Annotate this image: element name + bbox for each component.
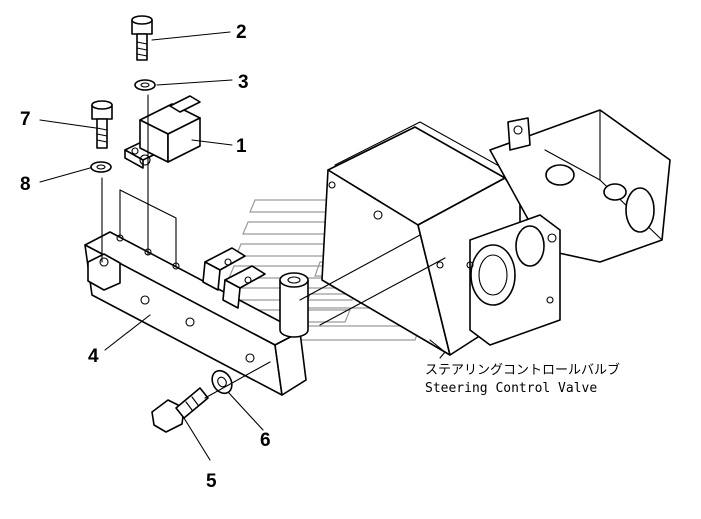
callout-6: 6 [260, 430, 271, 451]
caption-japanese: ステアリングコントロールバルブ [425, 362, 620, 378]
part-4-bracket [84, 231, 309, 396]
leader-lines [39, 31, 264, 461]
part-7-bolt [91, 100, 113, 149]
callout-2: 2 [236, 22, 247, 43]
part-5-bolt [151, 387, 209, 433]
part-3-washer [134, 79, 156, 91]
callout-8: 8 [20, 174, 31, 195]
assembly-center-lines [101, 94, 446, 399]
callout-7: 7 [20, 109, 31, 130]
part-1-relay [124, 95, 201, 169]
part-2-bolt [131, 15, 153, 61]
part-6-washer [211, 369, 233, 395]
callout-1: 1 [236, 136, 247, 157]
callout-labels: 2 3 1 7 8 4 6 5 [20, 22, 271, 492]
part-8-washer [90, 161, 112, 173]
callout-5: 5 [206, 471, 217, 492]
caption: ステアリングコントロールバルブ Steering Control Valve [425, 362, 620, 396]
callout-3: 3 [238, 72, 249, 93]
steering-control-valve [321, 109, 671, 359]
caption-english: Steering Control Valve [425, 381, 597, 396]
callout-4: 4 [88, 346, 99, 367]
